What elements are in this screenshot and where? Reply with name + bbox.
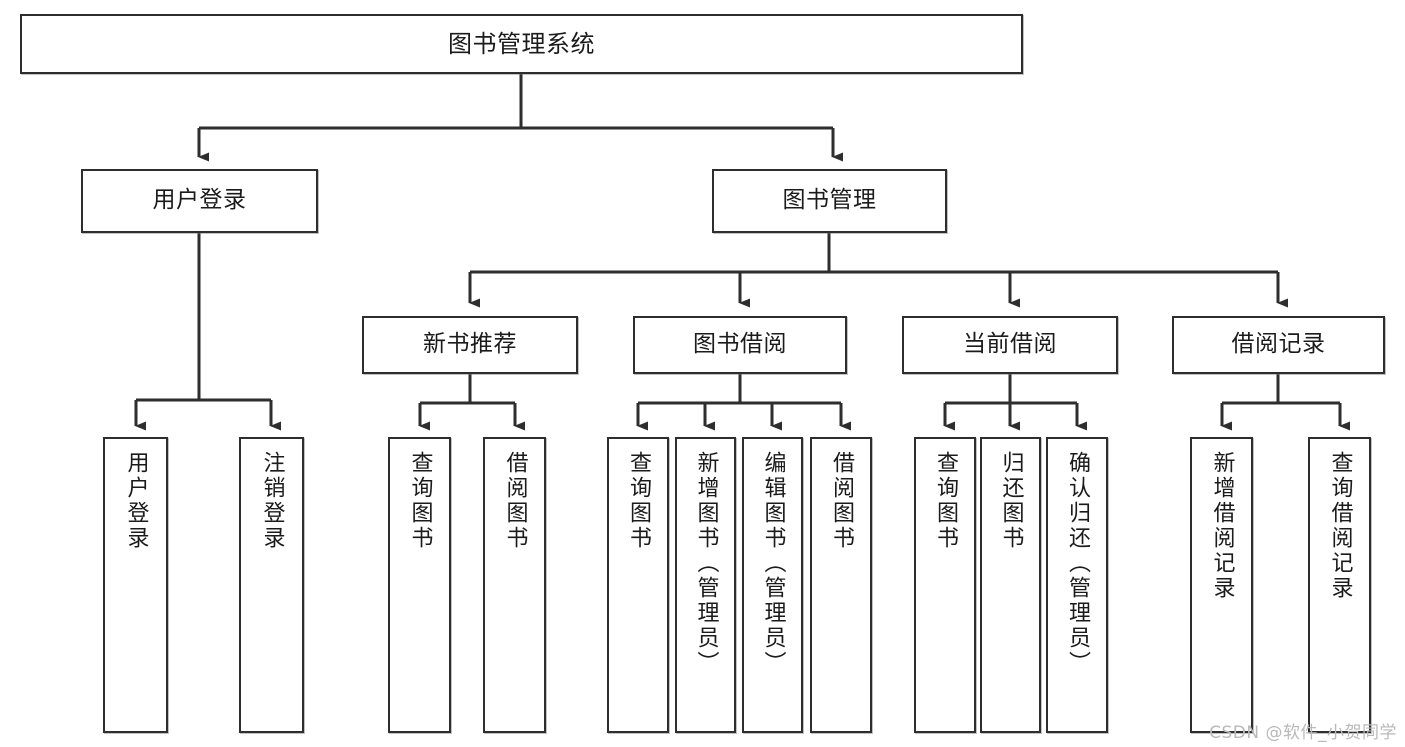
node-borrow-record[interactable]: 借阅记录 bbox=[1172, 316, 1385, 374]
node-label: 借阅记录 bbox=[1231, 331, 1326, 358]
node-leaf-query-book-borrow[interactable]: 查询图书 bbox=[607, 437, 669, 733]
node-label: 新书推荐 bbox=[423, 331, 517, 358]
node-leaf-add-borrow-record[interactable]: 新增借阅记录 bbox=[1190, 437, 1253, 733]
node-leaf-logout[interactable]: 注销登录 bbox=[239, 437, 304, 733]
node-leaf-borrow-book[interactable]: 借阅图书 bbox=[810, 437, 872, 733]
node-label: 借阅图书 bbox=[502, 451, 528, 551]
csdn-watermark: CSDN @软件_小贺同学 bbox=[1209, 723, 1397, 743]
node-label: 图书管理系统 bbox=[448, 29, 595, 58]
node-root-book-management-system[interactable]: 图书管理系统 bbox=[20, 14, 1023, 74]
node-label: 当前借阅 bbox=[963, 331, 1057, 358]
node-leaf-return-book[interactable]: 归还图书 bbox=[980, 437, 1041, 733]
node-leaf-query-book-current[interactable]: 查询图书 bbox=[914, 437, 976, 733]
node-new-book-recommend[interactable]: 新书推荐 bbox=[362, 316, 578, 374]
node-label: 归还图书 bbox=[998, 451, 1024, 551]
node-label: 用户登录 bbox=[123, 451, 149, 551]
node-leaf-user-login[interactable]: 用户登录 bbox=[103, 437, 168, 733]
node-label: 查询借阅记录 bbox=[1327, 451, 1353, 601]
node-label: 查询图书 bbox=[933, 451, 958, 551]
node-label: 查询图书 bbox=[626, 451, 651, 551]
node-leaf-query-borrow-record[interactable]: 查询借阅记录 bbox=[1308, 437, 1371, 733]
node-label: 注销登录 bbox=[259, 451, 285, 551]
node-label: 图书借阅 bbox=[693, 331, 787, 358]
node-label: 新增图书（管理员） bbox=[693, 451, 719, 676]
node-leaf-edit-book-admin[interactable]: 编辑图书（管理员） bbox=[742, 437, 803, 733]
node-leaf-confirm-return-admin[interactable]: 确认归还（管理员） bbox=[1046, 437, 1108, 733]
node-label: 查询图书 bbox=[407, 451, 433, 551]
node-book-management[interactable]: 图书管理 bbox=[712, 169, 947, 233]
node-label: 新增借阅记录 bbox=[1209, 451, 1235, 601]
node-label: 图书管理 bbox=[782, 187, 877, 214]
node-label: 借阅图书 bbox=[829, 451, 854, 551]
node-label: 确认归还（管理员） bbox=[1065, 451, 1090, 676]
node-label: 编辑图书（管理员） bbox=[760, 451, 786, 676]
node-leaf-borrow-book-recommend[interactable]: 借阅图书 bbox=[483, 437, 546, 733]
node-current-borrow[interactable]: 当前借阅 bbox=[902, 316, 1118, 374]
node-label: 用户登录 bbox=[152, 187, 247, 214]
node-leaf-query-book-recommend[interactable]: 查询图书 bbox=[388, 437, 451, 733]
node-user-login[interactable]: 用户登录 bbox=[81, 169, 318, 233]
node-book-borrow[interactable]: 图书借阅 bbox=[633, 316, 847, 374]
node-leaf-add-book-admin[interactable]: 新增图书（管理员） bbox=[675, 437, 736, 733]
